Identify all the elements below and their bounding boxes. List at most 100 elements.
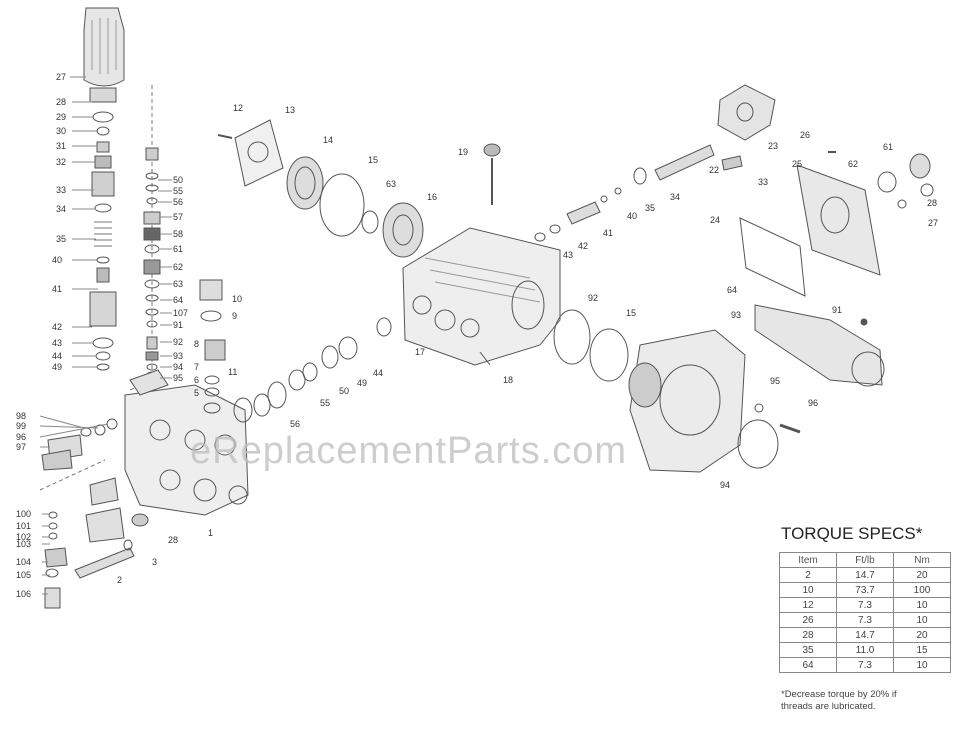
cell-item: 26 xyxy=(779,612,837,628)
callout-19: 19 xyxy=(458,147,468,157)
callout-29: 33 xyxy=(758,177,768,187)
callout-94: 30 xyxy=(56,126,66,136)
callout-98: 34 xyxy=(56,204,66,214)
callout-11: 11 xyxy=(228,367,237,377)
callout-12: 12 xyxy=(233,103,243,113)
cell-ftlb: 11.0 xyxy=(836,642,894,658)
gearbox-flange xyxy=(629,329,746,473)
callout-1: 1 xyxy=(208,528,213,538)
cell-ftlb: 14.7 xyxy=(836,627,894,643)
cell-ftlb: 7.3 xyxy=(836,657,894,673)
callout-2: 2 xyxy=(117,575,122,585)
callout-58: 92 xyxy=(588,293,598,303)
cell-item: 12 xyxy=(779,597,837,613)
callout-130: 98 xyxy=(16,411,26,421)
callout-49: 61 xyxy=(883,142,893,152)
callout-22: 22 xyxy=(709,165,719,175)
cell-nm: 100 xyxy=(893,582,951,598)
callout-95: 31 xyxy=(56,141,66,151)
callout-32: 40 xyxy=(627,211,637,221)
cell-nm: 20 xyxy=(893,627,951,643)
callout-143: 105 xyxy=(16,570,31,580)
callout-121: 97 xyxy=(16,442,26,452)
callout-113: 63 xyxy=(173,279,183,289)
cell-item: 2 xyxy=(779,567,837,583)
callout-56: 64 xyxy=(727,285,737,295)
callout-135: 103 xyxy=(16,539,31,549)
callout-3: 3 xyxy=(152,557,157,567)
callout-34: 42 xyxy=(578,241,588,251)
cell-ftlb: 73.7 xyxy=(836,582,894,598)
callout-10: 10 xyxy=(232,294,242,304)
callout-41: 49 xyxy=(357,378,367,388)
cell-nm: 20 xyxy=(893,567,951,583)
callout-5: 5 xyxy=(194,388,199,398)
cell-item: 64 xyxy=(779,657,837,673)
callout-33: 41 xyxy=(603,228,613,238)
header-nm: Nm xyxy=(893,552,951,568)
callout-91: 27 xyxy=(56,72,66,82)
callout-14: 14 xyxy=(323,135,333,145)
gasket xyxy=(739,217,806,297)
callout-40: 44 xyxy=(373,368,383,378)
callout-50: 62 xyxy=(848,159,858,169)
cell-nm: 10 xyxy=(893,612,951,628)
callout-55: 63 xyxy=(386,179,396,189)
callout-28: 28 xyxy=(927,198,937,208)
callout-144: 106 xyxy=(16,589,31,599)
callout-109: 57 xyxy=(173,212,183,222)
callout-118: 94 xyxy=(173,362,183,372)
callout-107: 55 xyxy=(173,186,183,196)
callout-92: 28 xyxy=(56,97,66,107)
cell-nm: 10 xyxy=(893,657,951,673)
rear-cover xyxy=(796,164,881,276)
callout-111: 61 xyxy=(173,244,183,254)
unloader-knob xyxy=(83,7,125,87)
callout-119: 95 xyxy=(173,373,183,383)
callout-57: 91 xyxy=(832,305,842,315)
callout-116: 92 xyxy=(173,337,183,347)
callout-44: 56 xyxy=(290,419,300,429)
cell-item: 28 xyxy=(779,627,837,643)
callout-108: 56 xyxy=(173,197,183,207)
callout-96: 32 xyxy=(56,157,66,167)
callout-97: 33 xyxy=(56,185,66,195)
crankshaft xyxy=(754,304,883,386)
callout-101: 41 xyxy=(52,284,62,294)
cell-item: 35 xyxy=(779,642,837,658)
callout-106: 50 xyxy=(173,175,183,185)
callout-114: 64 xyxy=(173,295,183,305)
callout-42: 50 xyxy=(339,386,349,396)
callout-labels: 27 28 29 30 31 32 33 34 35 40 41 42 43 4… xyxy=(16,72,938,599)
callout-35: 43 xyxy=(563,250,573,260)
callout-105: 49 xyxy=(52,362,62,372)
callout-16: 16 xyxy=(427,192,437,202)
callout-43: 55 xyxy=(320,398,330,408)
callout-112: 62 xyxy=(173,262,183,272)
cell-nm: 15 xyxy=(893,642,951,658)
callout-26: 26 xyxy=(800,130,810,140)
cell-ftlb: 7.3 xyxy=(836,612,894,628)
callout-142: 104 xyxy=(16,557,31,567)
callout-99: 35 xyxy=(56,234,66,244)
callout-132: 100 xyxy=(16,509,31,519)
callout-28b: 28 xyxy=(168,535,178,545)
callout-15b: 15 xyxy=(626,308,636,318)
callout-23: 23 xyxy=(768,141,778,151)
callout-31: 35 xyxy=(645,203,655,213)
callout-63: 95 xyxy=(770,376,780,386)
callout-62: 94 xyxy=(720,480,730,490)
callout-25: 25 xyxy=(792,159,802,169)
callout-100: 40 xyxy=(52,255,62,265)
manifold xyxy=(124,384,249,516)
callout-24: 24 xyxy=(710,215,720,225)
callout-64: 96 xyxy=(808,398,818,408)
callout-15: 15 xyxy=(368,155,378,165)
callout-93: 29 xyxy=(56,112,66,122)
